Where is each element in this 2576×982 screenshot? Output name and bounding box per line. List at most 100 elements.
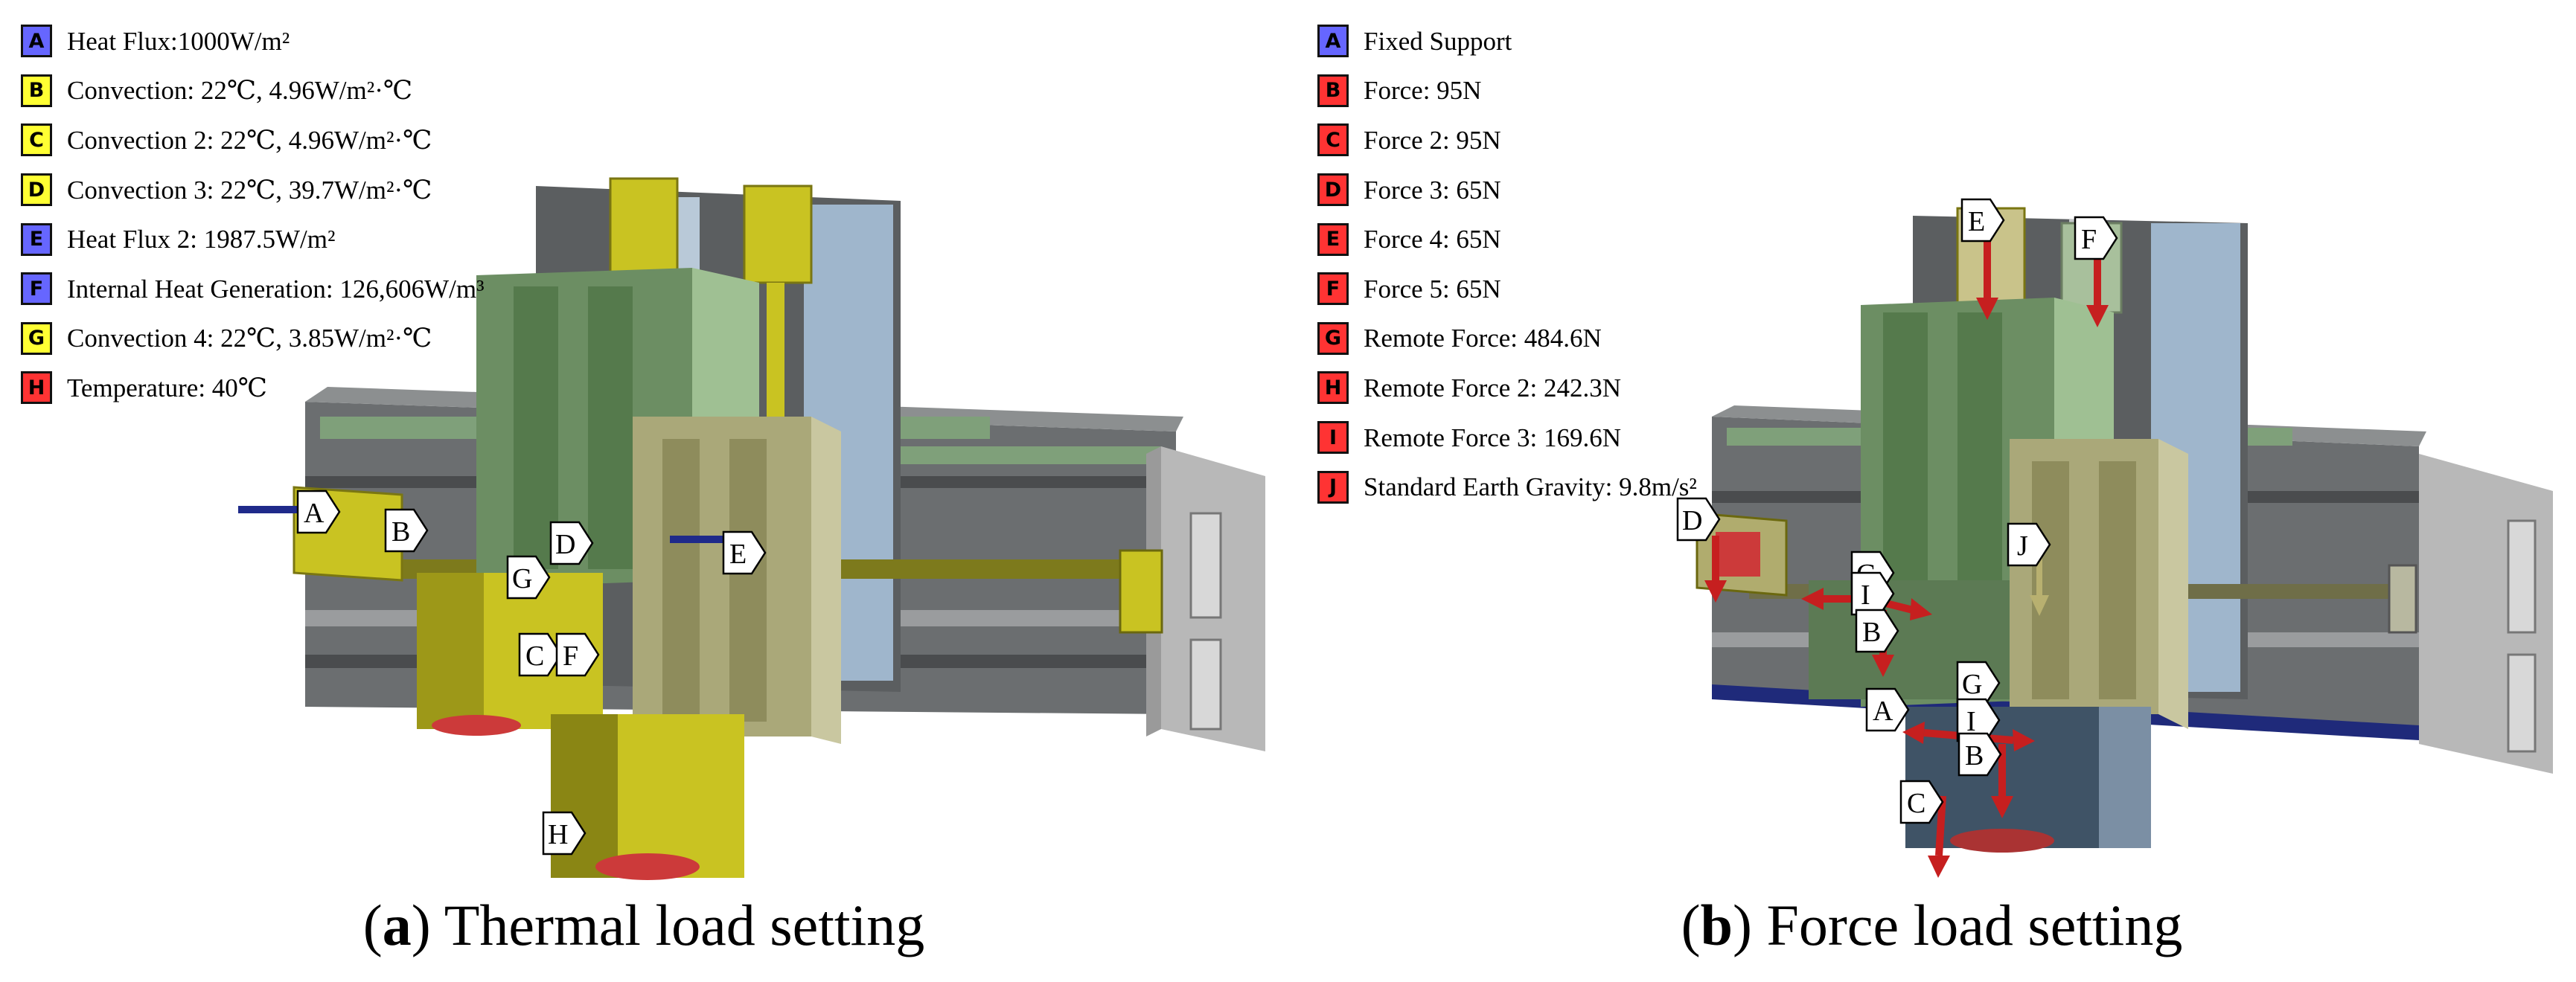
callout-e: E [722, 530, 767, 575]
svg-text:D: D [555, 529, 575, 560]
legend-badge: G [21, 321, 52, 355]
callout-e: E [1960, 198, 2005, 243]
legend-label: Remote Force: 484.6N [1364, 324, 1602, 353]
svg-text:E: E [729, 539, 747, 570]
legend-badge: G [1317, 321, 1349, 355]
thermal-caption: (a) Thermal load setting [362, 893, 925, 957]
legend-badge: D [21, 173, 52, 207]
legend-label: Convection 3: 22℃, 39.7W/m²·℃ [67, 175, 432, 205]
front-carriage-side [811, 417, 841, 744]
heat-flux-rod-2 [670, 536, 752, 543]
svg-text:D: D [1682, 505, 1702, 536]
svg-text:C: C [525, 641, 544, 672]
support-surface [1950, 829, 2054, 853]
legend-badge: A [1317, 25, 1349, 58]
end-block-slot [2507, 519, 2537, 634]
callout-j: J [2007, 522, 2051, 567]
yellow-clamp [609, 177, 679, 277]
callout-h: H [542, 811, 587, 856]
legend-item: C Force 2: 95N [1317, 115, 1697, 165]
svg-text:G: G [512, 563, 532, 594]
carriage-groove [2099, 461, 2136, 699]
svg-text:B: B [1862, 617, 1881, 648]
legend-item: D Convection 3: 22℃, 39.7W/m²·℃ [21, 165, 485, 215]
force-arrow [1928, 795, 1950, 878]
legend-item: H Temperature: 40℃ [21, 363, 485, 413]
carriage-groove [662, 439, 700, 722]
legend-label: Remote Force 3: 169.6N [1364, 423, 1622, 452]
legend-badge: C [1317, 123, 1349, 157]
heat-flux-rod [238, 506, 313, 513]
yellow-clamp [743, 184, 813, 284]
legend-label: Force: 95N [1364, 76, 1482, 106]
legend-badge: F [1317, 272, 1349, 306]
legend-item: B Force: 95N [1317, 66, 1697, 116]
callout-c: C [518, 632, 563, 677]
legend-label: Fixed Support [1364, 26, 1512, 56]
callout-i: I [1956, 698, 2001, 742]
legend-label: Internal Heat Generation: 126,606W/m³ [67, 274, 485, 304]
svg-text:B: B [391, 516, 410, 548]
legend-label: Standard Earth Gravity: 9.8m/s² [1364, 472, 1697, 502]
legend-badge: H [21, 371, 52, 405]
legend-item: F Force 5: 65N [1317, 264, 1697, 314]
svg-text:F: F [563, 641, 578, 672]
legend-label: Temperature: 40℃ [67, 373, 267, 402]
svg-text:I: I [1861, 580, 1870, 611]
legend-label: Convection 2: 22℃, 4.96W/m²·℃ [67, 125, 432, 155]
end-block-slot [1189, 638, 1222, 731]
legend-badge: A [21, 25, 52, 58]
callout-i: I [1850, 571, 1895, 616]
legend-badge: J [1317, 470, 1349, 504]
force-arrow [1991, 744, 2013, 818]
legend-label: Force 3: 65N [1364, 175, 1501, 205]
svg-text:H: H [548, 819, 568, 850]
rail-green-strip-2 [878, 446, 1161, 464]
legend-badge: D [1317, 173, 1349, 207]
force-model-render: E F D J G I B A [1676, 198, 2553, 878]
saddle-groove [588, 286, 633, 569]
callout-f: F [555, 632, 600, 677]
carriage-groove [729, 439, 767, 722]
svg-text:B: B [1965, 740, 1984, 771]
svg-text:J: J [2017, 530, 2028, 562]
legend-label: Force 4: 65N [1364, 225, 1501, 254]
legend-label: Heat Flux 2: 1987.5W/m² [67, 225, 336, 254]
legend-label: Force 5: 65N [1364, 274, 1501, 304]
legend-item: A Fixed Support [1317, 16, 1697, 66]
force-arrow [1976, 238, 1998, 320]
callout-d: D [1676, 497, 1721, 542]
legend-label: Convection 4: 22℃, 3.85W/m²·℃ [67, 324, 432, 353]
callout-a: A [296, 490, 341, 534]
force-caption: (b) Force load setting [1681, 893, 2183, 957]
callout-b: B [384, 508, 429, 553]
legend-badge: H [1317, 371, 1349, 405]
legend-label: Convection: 22℃, 4.96W/m²·℃ [67, 76, 413, 106]
saddle-groove [1883, 312, 1928, 595]
front-carriage [633, 417, 811, 736]
end-block-slot [2507, 653, 2537, 753]
callout-f: F [2074, 216, 2118, 260]
svg-text:F: F [2081, 224, 2097, 255]
callout-d: D [549, 521, 594, 565]
legend-label: Force 2: 95N [1364, 125, 1501, 155]
callout-b: B [1855, 609, 1899, 653]
callout-g: G [506, 555, 551, 600]
svg-text:I: I [1966, 706, 1976, 737]
saddle-groove [1957, 312, 2002, 595]
legend-badge: B [1317, 74, 1349, 107]
heat-surface-2 [432, 715, 521, 736]
front-carriage-side [2158, 439, 2188, 729]
legend-item: G Remote Force: 484.6N [1317, 314, 1697, 364]
legend-item: G Convection 4: 22℃, 3.85W/m²·℃ [21, 314, 485, 364]
callout-g: G [1956, 661, 2001, 705]
svg-text:E: E [1968, 206, 1985, 237]
svg-text:A: A [304, 498, 325, 529]
